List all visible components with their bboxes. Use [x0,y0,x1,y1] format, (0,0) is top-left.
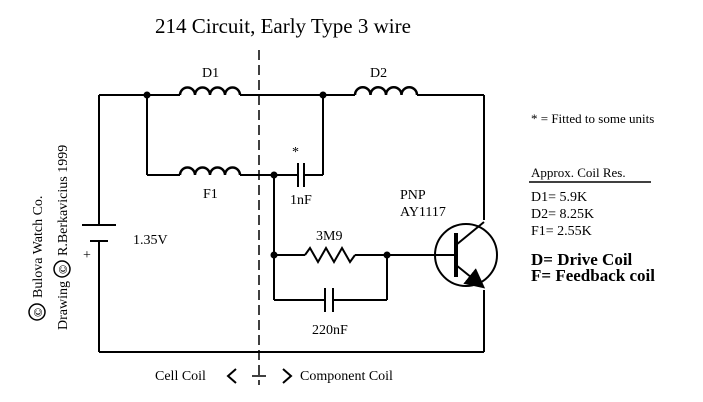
coil-f1 [178,166,242,176]
resistor-label: 3M9 [316,229,342,244]
credits-author: R.Berkavicius 1999 [56,145,71,256]
coil-f1-label: F1 [203,187,218,202]
coil-res-d1: D1= 5.9K [531,190,587,205]
coil-d2-label: D2 [370,66,387,81]
capacitor-1nf-label: 1nF [290,193,312,208]
transistor-part: AY1117 [400,205,446,220]
resistor-3m9 [304,245,356,265]
legend-feedback-coil: F= Feedback coil [531,266,655,285]
battery-symbol [82,224,116,242]
transistor-pnp [434,221,498,289]
wiring [98,94,485,353]
copyright-icon: © [31,308,45,317]
credits-line-2: Drawing © R.Berkavicius 1999 [53,145,71,330]
left-arrow-icon [226,368,237,384]
cell-coil-label: Cell Coil [155,369,206,384]
battery-polarity: + [83,248,91,263]
coil-d1-label: D1 [202,66,219,81]
coil-res-f1: F1= 2.55K [531,224,592,239]
capacitor-220nf [324,288,334,312]
transistor-type: PNP [400,188,426,203]
credits: © Bulova Watch Co. [28,196,46,321]
battery-voltage: 1.35V [133,233,168,248]
diagram-title: 214 Circuit, Early Type 3 wire [155,14,411,38]
capacitor-optional-marker: * [292,145,299,160]
credits-drawing-label: Drawing [56,281,71,330]
coil-d1 [178,86,242,96]
component-coil-label: Component Coil [300,369,393,384]
legend-drive-coil: D= Drive Coil [531,250,633,269]
coil-res-title: Approx. Coil Res. [531,165,626,180]
coil-res-d2: D2= 8.25K [531,207,594,222]
junction-dots [143,91,391,259]
copyright-icon-2: © [56,265,70,274]
capacitor-220nf-label: 220nF [312,323,348,338]
coil-d2 [353,86,419,96]
fitted-note: * = Fitted to some units [531,111,654,126]
credits-line-1: Bulova Watch Co. [31,196,46,298]
capacitor-1nf [297,163,305,187]
right-arrow-icon [282,368,293,384]
